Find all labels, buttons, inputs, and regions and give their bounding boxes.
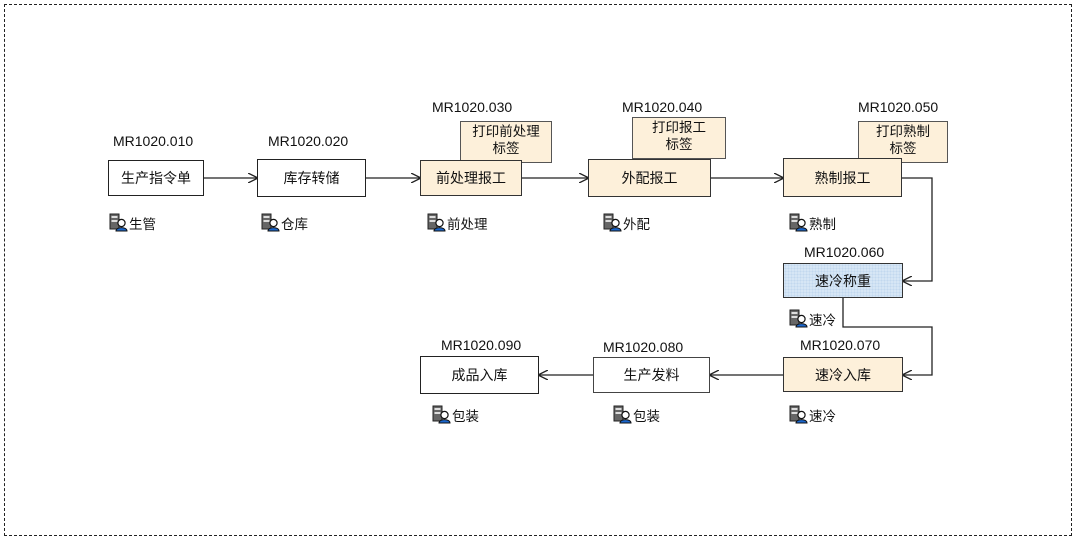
process-box-assembly-report[interactable]: 外配报工	[588, 159, 711, 197]
user-server-icon	[432, 405, 451, 424]
user-server-icon	[427, 213, 446, 232]
user-server-icon	[109, 213, 128, 232]
note-line-2: 标签	[665, 137, 693, 153]
role-cooking: 熟制	[788, 212, 836, 232]
user-server-icon	[613, 405, 632, 424]
user-server-icon	[789, 309, 808, 328]
node-code-040: MR1020.040	[622, 99, 703, 115]
note-line-2: 标签	[492, 141, 520, 157]
role-label: 熟制	[809, 217, 836, 233]
note-line-1: 打印熟制	[876, 124, 930, 140]
node-code-030: MR1020.030	[432, 99, 513, 115]
print-label-note-030: 打印前处理 标签	[460, 121, 552, 163]
diagram-frame	[4, 4, 1072, 536]
note-line-1: 打印报工	[652, 120, 706, 136]
process-box-quick-freeze-weigh[interactable]: 速冷称重	[783, 263, 903, 298]
node-code-010: MR1020.010	[113, 133, 194, 149]
role-label: 外配	[623, 217, 650, 233]
node-code-070: MR1020.070	[800, 337, 881, 353]
role-label: 仓库	[281, 217, 308, 233]
role-label: 速冷	[809, 313, 836, 329]
user-server-icon	[261, 213, 280, 232]
print-label-note-050: 打印熟制 标签	[858, 121, 948, 163]
process-box-pretreatment-report[interactable]: 前处理报工	[420, 160, 522, 196]
role-packaging: 包装	[612, 404, 660, 424]
role-production-mgmt: 生管	[108, 212, 156, 232]
role-label: 包装	[452, 409, 479, 425]
role-quick-freeze: 速冷	[788, 308, 836, 328]
process-box-material-issue[interactable]: 生产发料	[593, 357, 710, 393]
process-box-quick-freeze-stock-in[interactable]: 速冷入库	[783, 357, 903, 392]
arrow-050-060	[902, 177, 933, 281]
node-code-060: MR1020.060	[804, 244, 885, 260]
role-warehouse: 仓库	[260, 212, 308, 232]
user-server-icon	[789, 213, 808, 232]
process-box-production-order[interactable]: 生产指令单	[108, 160, 204, 196]
role-label: 速冷	[809, 409, 836, 425]
process-box-cooking-report[interactable]: 熟制报工	[783, 158, 902, 197]
print-label-note-040: 打印报工 标签	[632, 117, 726, 159]
role-assembly: 外配	[602, 212, 650, 232]
role-quick-freeze-2: 速冷	[788, 404, 836, 424]
process-box-inventory-transfer[interactable]: 库存转储	[257, 159, 366, 197]
role-label: 前处理	[447, 217, 488, 233]
arrow-060-070	[842, 298, 933, 375]
role-label: 生管	[129, 217, 156, 233]
node-code-090: MR1020.090	[441, 337, 522, 353]
node-code-050: MR1020.050	[858, 99, 939, 115]
role-packaging-2: 包装	[431, 404, 479, 424]
node-code-080: MR1020.080	[603, 339, 684, 355]
process-box-finished-goods-stock-in[interactable]: 成品入库	[420, 356, 539, 394]
note-line-1: 打印前处理	[472, 124, 540, 140]
node-code-020: MR1020.020	[268, 133, 349, 149]
role-label: 包装	[633, 409, 660, 425]
user-server-icon	[789, 405, 808, 424]
note-line-2: 标签	[889, 141, 917, 157]
role-pretreatment: 前处理	[426, 212, 488, 232]
user-server-icon	[603, 213, 622, 232]
